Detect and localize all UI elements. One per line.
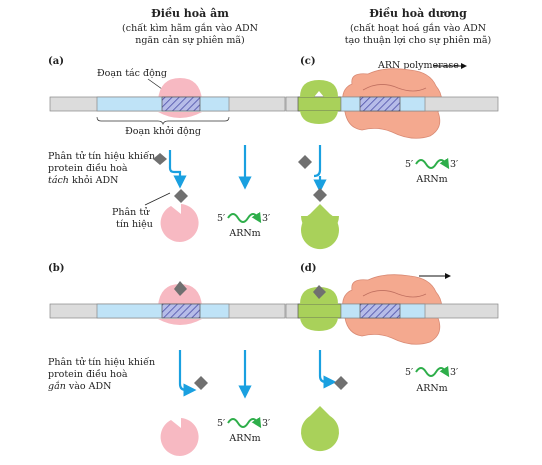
signal-label-1: Phân tử	[112, 207, 150, 218]
activator-top-c	[300, 80, 338, 97]
activator-site-c	[297, 96, 342, 112]
activator-free-d	[301, 406, 339, 452]
bound-signal-b-icon	[174, 281, 187, 296]
mrna-5prime-b: 5′	[217, 418, 225, 429]
negative-subtitle-1: (chất kìm hãm gắn vào ADN	[122, 22, 258, 34]
detach-text-1: Phân tử tín hiệu khiến	[48, 151, 155, 162]
mrna-5prime-d: 5′	[405, 367, 413, 378]
panel-d: (d) 5′ 3′ ARNm	[285, 263, 499, 452]
signal-molecule-d-icon	[334, 376, 348, 390]
positive-regulation-header: Điều hoà dương (chất hoạt hoá gắn vào AD…	[345, 7, 491, 46]
bind-text-2: protein điều hoà	[48, 369, 128, 380]
bound-signal-d-icon	[313, 285, 326, 299]
activator-free-c-lower	[301, 216, 339, 235]
operator-region-d	[359, 303, 401, 319]
mrna-3prime-d: 3′	[450, 367, 458, 378]
positive-subtitle-1: (chất hoạt hoá gắn vào ADN	[350, 22, 486, 34]
detach-text-2: protein điều hoà	[48, 163, 128, 174]
signal-molecule-icon	[153, 153, 167, 165]
bound-signal-c-icon	[313, 188, 327, 202]
signal-molecule-b-icon	[194, 376, 208, 390]
mrna-5prime-a: 5′	[217, 213, 225, 224]
mrna-5prime-c: 5′	[405, 159, 413, 170]
operator-region-c	[359, 96, 401, 112]
operator-region	[161, 96, 201, 112]
mrna-3prime-b: 3′	[262, 418, 270, 429]
negative-regulation-header: Điều hoà âm (chất kìm hãm gắn vào ADN ng…	[122, 7, 258, 46]
promoter-label: Đoạn khởi động	[125, 126, 201, 137]
mrna-wave-c	[415, 157, 450, 170]
activator-site-d	[297, 303, 342, 319]
bind-text-1: Phân tử tín hiệu khiến	[48, 357, 155, 368]
mrna-label-d: ARNm	[415, 383, 447, 394]
operator-label: Đoạn tác động	[97, 68, 167, 79]
activator-bottom-d	[300, 318, 338, 331]
mrna-wave-a	[227, 211, 262, 224]
signal-molecule-c-icon	[298, 155, 312, 169]
mrna-3prime-a: 3′	[262, 213, 270, 224]
repressor-bottom	[158, 112, 202, 118]
panel-b: (b) Phân tử tín hiệu khiến protein điều …	[48, 263, 286, 456]
panel-c: (c) ARN polymerase 5′ 3′ ARNm	[285, 56, 499, 250]
rna-polymerase-label: ARN polymerase	[377, 60, 459, 71]
negative-title: Điều hoà âm	[151, 7, 229, 20]
mrna-wave-d	[415, 365, 450, 378]
panel-a-label: (a)	[48, 56, 64, 67]
detach-arrow	[168, 150, 187, 189]
panel-b-label: (b)	[48, 263, 64, 274]
bound-signal-icon	[174, 189, 188, 203]
bind-arrow-d	[318, 350, 337, 389]
mrna-label-b: ARNm	[228, 433, 260, 444]
panel-d-label: (d)	[300, 263, 316, 274]
repressor-bottom-b	[158, 319, 202, 325]
panel-a: (a) Đoạn tác động Đoạn khởi động Phân tử…	[48, 56, 286, 242]
polymerase-strand-detail-d	[362, 290, 427, 298]
repressor-protein	[158, 78, 202, 100]
activator-bottom-c	[300, 111, 338, 124]
promoter-brace	[96, 116, 230, 126]
bind-text-3: gắn vào ADN	[48, 380, 111, 392]
signal-label-2: tín hiệu	[116, 219, 153, 230]
panel-c-label: (c)	[300, 56, 316, 67]
mrna-label-c: ARNm	[415, 174, 447, 185]
operator-region-b	[161, 303, 201, 319]
positive-title: Điều hoà dương	[369, 7, 467, 20]
mrna-label-a: ARNm	[228, 228, 260, 239]
bind-arrow	[178, 350, 197, 397]
mrna-3prime-c: 3′	[450, 159, 458, 170]
negative-subtitle-2: ngăn cản sự phiên mã)	[135, 35, 245, 46]
polymerase-strand-detail	[362, 84, 427, 92]
signal-pointer	[144, 192, 171, 206]
mrna-wave-b	[227, 416, 262, 429]
positive-subtitle-2: tạo thuận lợi cho sự phiên mã)	[345, 35, 491, 46]
activator-release-arrow	[313, 145, 322, 178]
detach-text-3: tách khỏi ADN	[48, 175, 118, 186]
repressor-free-b	[160, 418, 199, 456]
released-repressor	[160, 204, 199, 242]
